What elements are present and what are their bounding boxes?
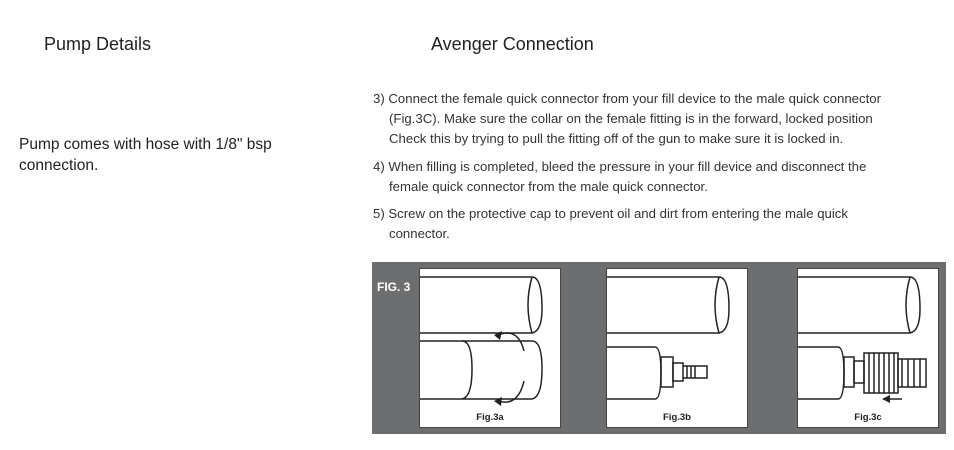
fig-3a-caption: Fig.3a — [476, 412, 504, 423]
step-5-line-2: connector. — [389, 226, 450, 241]
instruction-step-4: 4) When filling is completed, bleed the … — [373, 157, 943, 197]
step-4-line-2: female quick connector from the male qui… — [389, 179, 708, 194]
step-4-line-1: 4) When filling is completed, bleed the … — [373, 159, 867, 174]
step-3-line-1: 3) Connect the female quick connector fr… — [373, 91, 881, 106]
instruction-step-3: 3) Connect the female quick connector fr… — [373, 89, 943, 149]
step-3-line-3: Check this by trying to pull the fitting… — [389, 131, 844, 146]
avenger-connection-title: Avenger Connection — [431, 34, 594, 54]
fig-3a-illustration — [420, 276, 543, 406]
fig-3c-caption: Fig.3c — [854, 412, 882, 423]
step-5-line-1: 5) Screw on the protective cap to preven… — [373, 206, 848, 221]
fig-3b-illustration — [607, 276, 730, 400]
fig-3b-box: Fig.3b — [606, 268, 748, 428]
instruction-step-5: 5) Screw on the protective cap to preven… — [373, 204, 943, 244]
figure-3-panel: FIG. 3 Fig.3a — [372, 262, 946, 434]
fig-3c-box: Fig.3c — [797, 268, 939, 428]
fig-3c-illustration — [798, 276, 927, 403]
pump-details-title: Pump Details — [44, 34, 152, 54]
figure-label: FIG. 3 — [377, 280, 411, 294]
fig-3a-box: Fig.3a — [419, 268, 561, 428]
step-3-line-2: (Fig.3C). Make sure the collar on the fe… — [389, 111, 873, 126]
fig-3b-caption: Fig.3b — [663, 412, 691, 423]
pump-details-text: Pump comes with hose with 1/8" bsp conne… — [19, 136, 272, 174]
